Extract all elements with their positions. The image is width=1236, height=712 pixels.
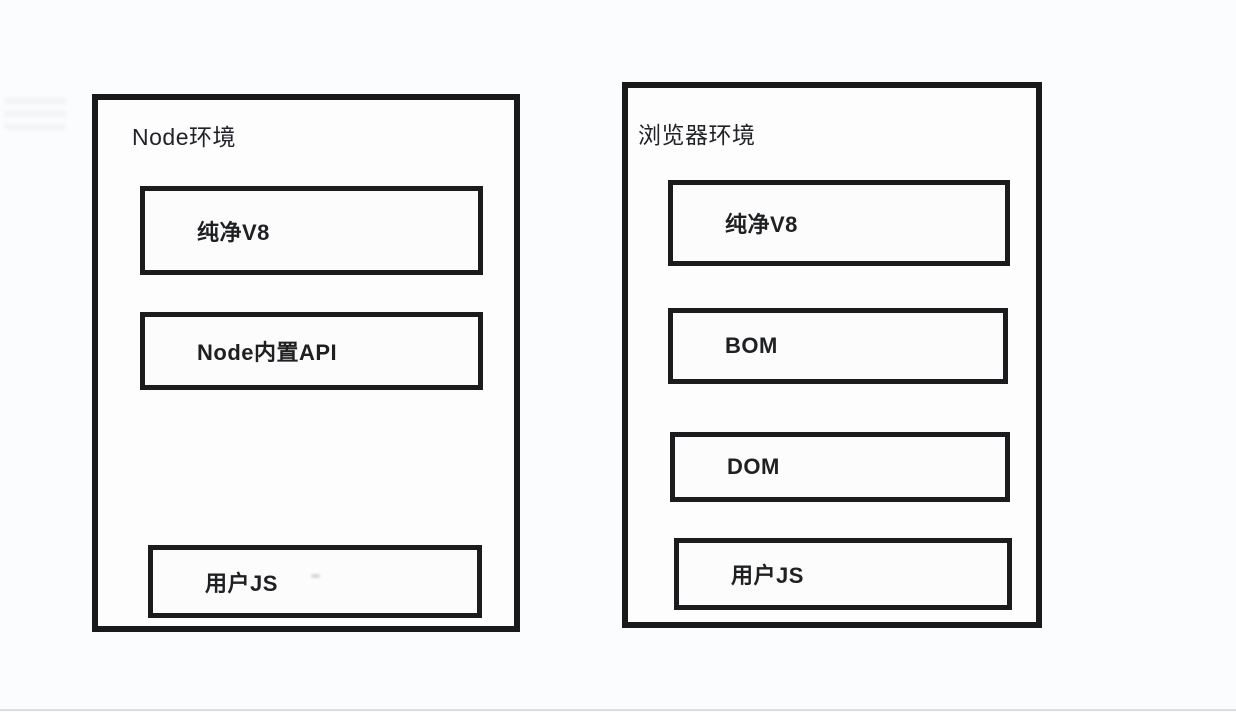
browser-box-dom-label: DOM (727, 454, 780, 479)
browser-environment-title: 浏览器环境 (638, 122, 756, 148)
browser-environment-panel: 浏览器环境 纯净V8 BOM DOM 用户JS (622, 82, 1042, 628)
smudge-artifact (311, 574, 320, 578)
browser-box-user-js-label: 用户JS (731, 563, 804, 588)
node-box-builtin-api: Node内置API (140, 312, 483, 390)
bottom-edge-line (0, 709, 1236, 711)
node-box-builtin-api-label: Node内置API (197, 340, 338, 365)
browser-box-pure-v8-label: 纯净V8 (725, 212, 798, 237)
ghost-text-artifact (4, 96, 66, 130)
node-box-pure-v8: 纯净V8 (140, 186, 483, 275)
node-environment-title: Node环境 (132, 124, 236, 150)
node-environment-panel: Node环境 纯净V8 Node内置API 用户JS (92, 94, 520, 632)
node-box-user-js: 用户JS (148, 545, 482, 618)
node-box-pure-v8-label: 纯净V8 (197, 219, 270, 245)
node-box-user-js-label: 用户JS (205, 570, 278, 596)
browser-box-bom: BOM (668, 308, 1008, 384)
browser-box-dom: DOM (670, 432, 1010, 502)
browser-box-user-js: 用户JS (674, 538, 1012, 610)
browser-box-bom-label: BOM (725, 333, 778, 358)
browser-box-pure-v8: 纯净V8 (668, 180, 1010, 266)
